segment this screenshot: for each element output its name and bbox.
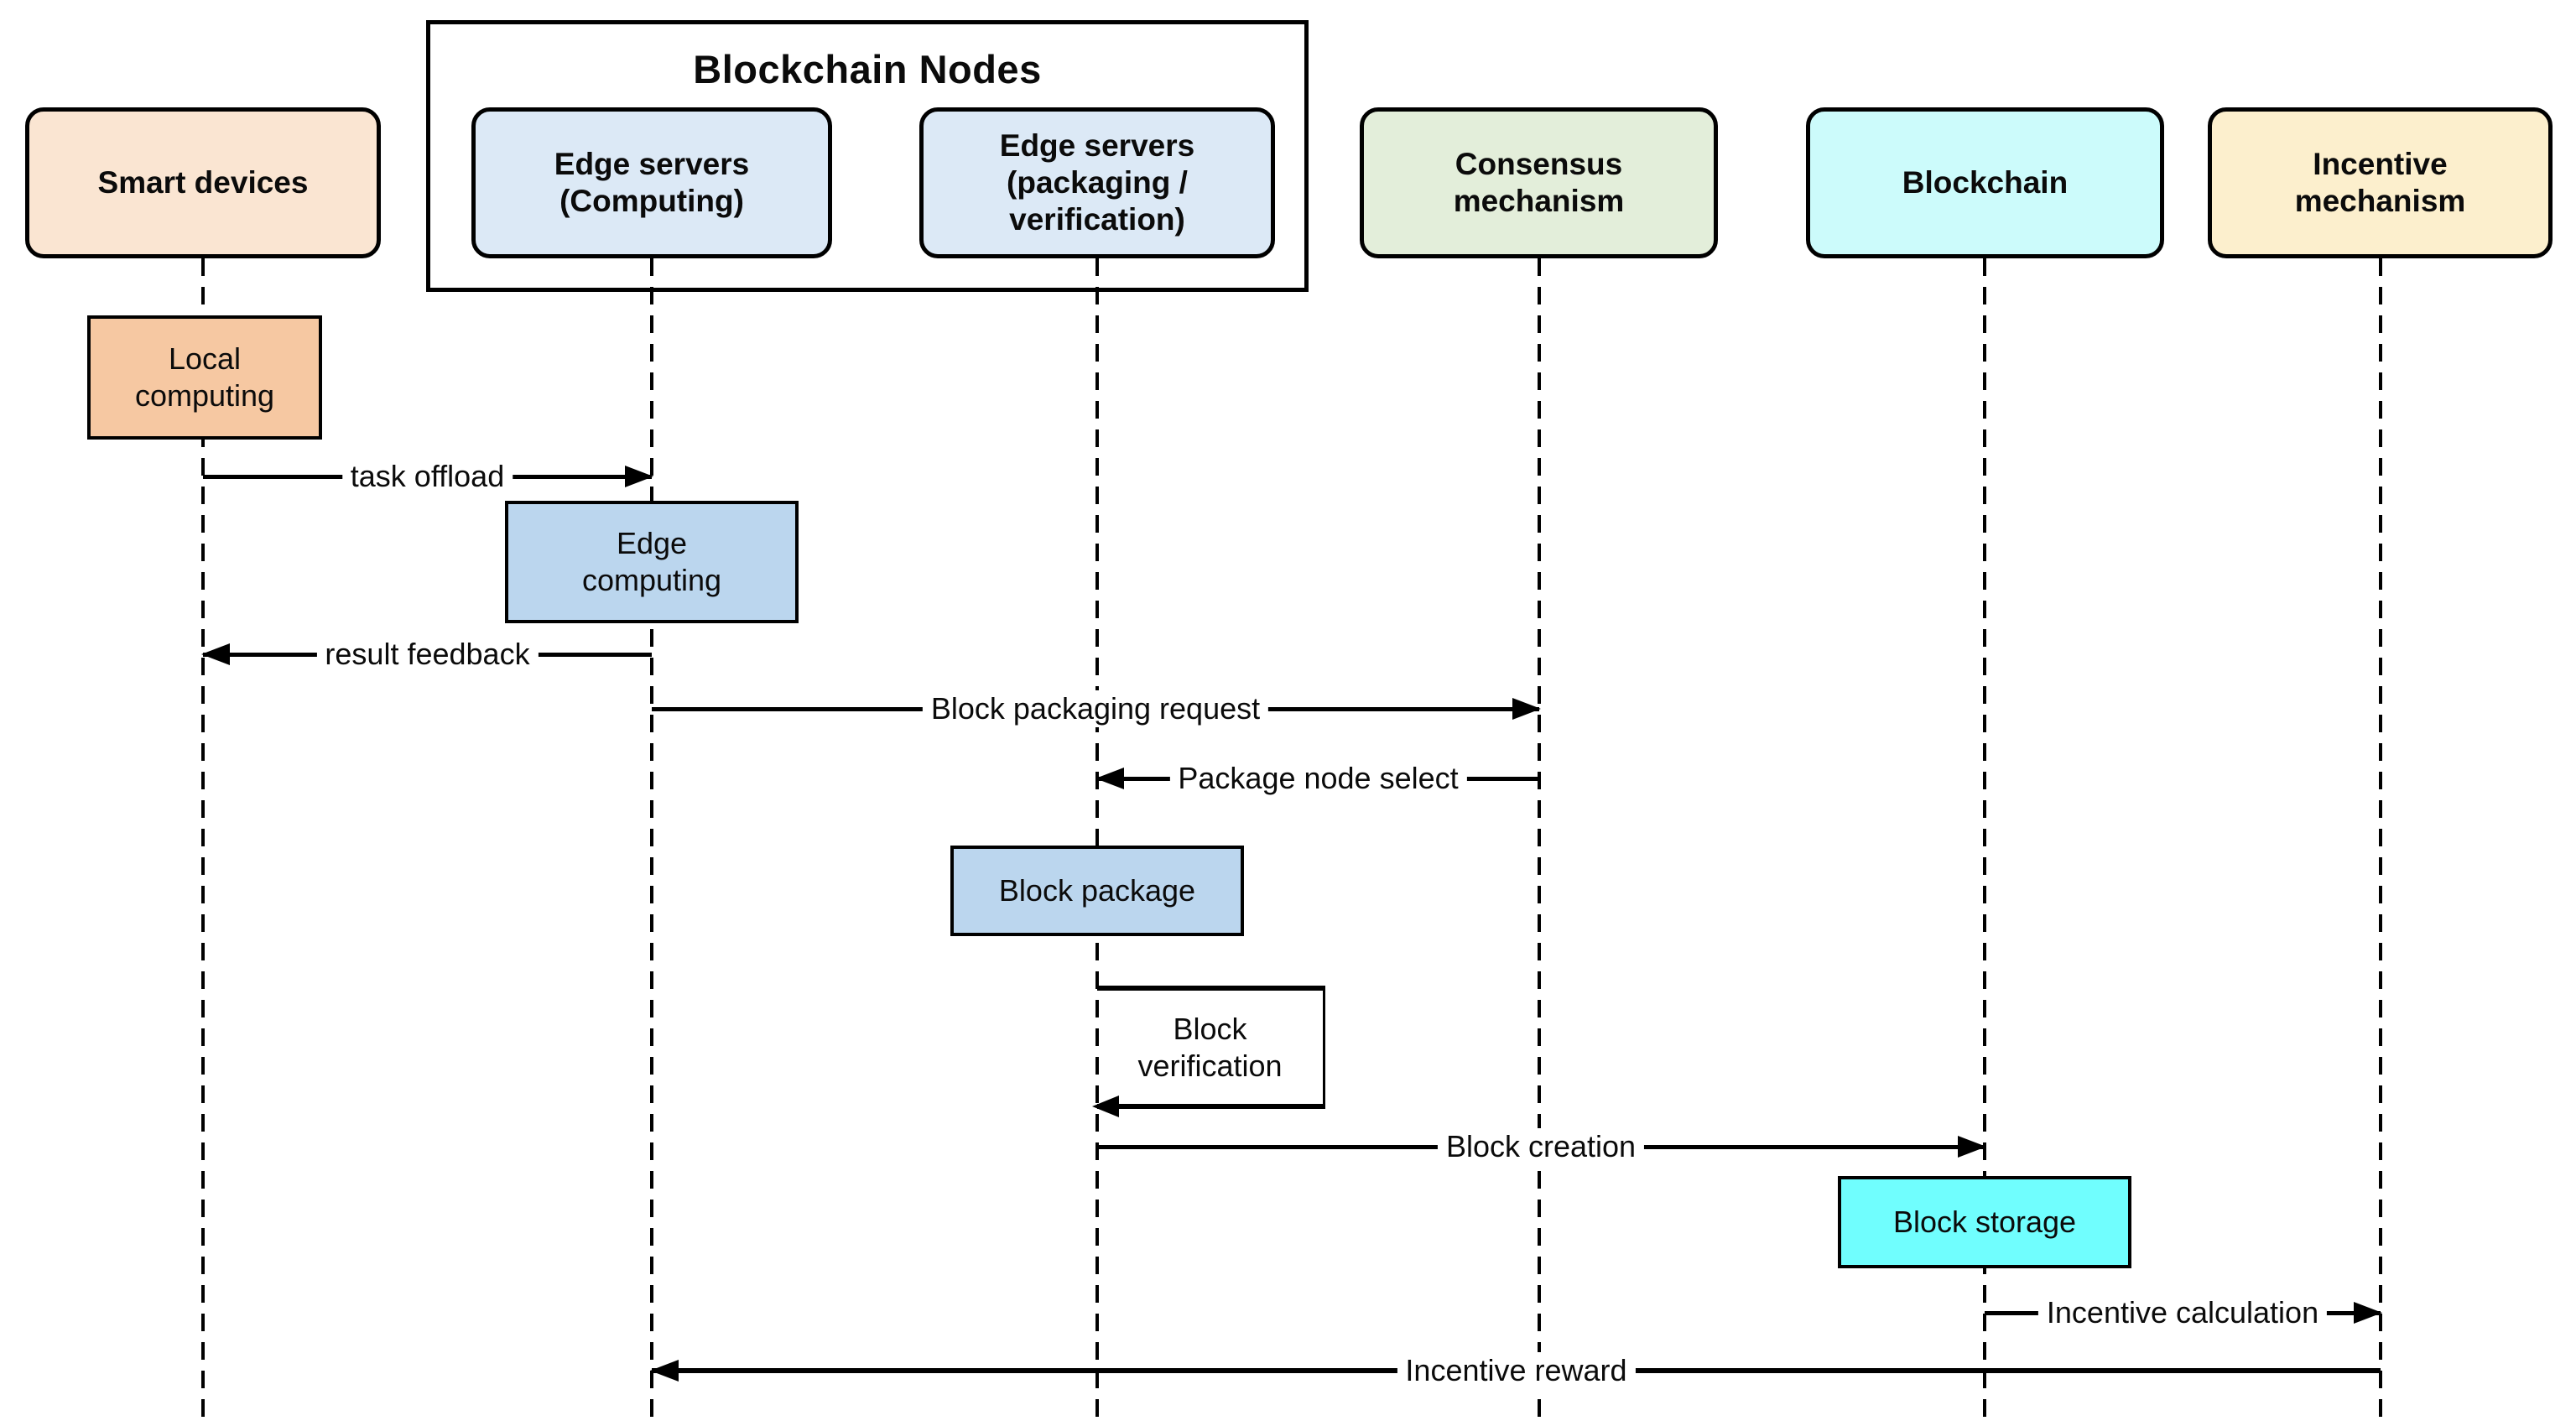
message-label: Incentive calculation	[2037, 1294, 2328, 1331]
actor-label: Consensus	[1455, 147, 1623, 181]
arrowhead-right-icon	[1512, 698, 1541, 720]
lifeline-consensus-mechanism	[1538, 258, 1541, 1418]
message-block-creation: Block creation	[1097, 1128, 1986, 1165]
message-task-offload: task offload	[203, 458, 653, 495]
activation-label: Local	[168, 341, 242, 376]
actor-label: Edge servers	[999, 128, 1195, 163]
message-block-packaging-request: Block packaging request	[652, 690, 1541, 727]
activation-label: Block package	[998, 873, 1196, 908]
lifeline-edge-servers-packaging	[1095, 258, 1099, 1418]
activation-local-computing: Local computing	[87, 315, 322, 440]
self-return-arrowhead-icon	[1092, 1096, 1119, 1117]
message-label: Block packaging request	[922, 690, 1269, 727]
activation-label: Block storage	[1892, 1205, 2077, 1239]
lifeline-edge-servers-computing	[650, 258, 653, 1418]
arrowhead-right-icon	[2354, 1302, 2382, 1324]
actor-label: mechanism	[2294, 184, 2466, 218]
actor-label: Edge servers	[554, 147, 750, 181]
actor-label: (packaging /	[1007, 165, 1188, 200]
message-label: Block creation	[1437, 1128, 1645, 1165]
message-package-node-select: Package node select	[1095, 760, 1539, 797]
group-title: Blockchain Nodes	[693, 47, 1042, 91]
activation-block-package: Block package	[950, 846, 1244, 936]
actor-consensus-mechanism: Consensus mechanism	[1360, 107, 1718, 258]
message-result-feedback: result feedback	[201, 636, 652, 673]
arrowhead-left-icon	[201, 643, 230, 665]
lifeline-blockchain	[1983, 258, 1986, 1418]
actor-label: Incentive	[2313, 147, 2448, 181]
actor-incentive-mechanism: Incentive mechanism	[2208, 107, 2553, 258]
lifeline-smart-devices	[201, 258, 205, 1418]
actor-smart-devices: Smart devices	[25, 107, 381, 258]
actor-label: mechanism	[1453, 184, 1625, 218]
message-label: Incentive reward	[1397, 1352, 1636, 1389]
actor-edge-servers-packaging: Edge servers (packaging / verification)	[919, 107, 1275, 258]
message-label: Package node select	[1169, 760, 1467, 797]
actor-blockchain: Blockchain	[1806, 107, 2164, 258]
activation-label: Block	[1173, 1011, 1247, 1046]
message-label: task offload	[341, 458, 513, 495]
activation-label: computing	[581, 563, 722, 597]
message-incentive-reward: Incentive reward	[650, 1352, 2381, 1389]
activation-label: verification	[1137, 1048, 1283, 1083]
activation-block-verification: Block verification	[1092, 986, 1325, 1117]
lifeline-incentive-mechanism	[2379, 258, 2382, 1418]
actor-label: Smart devices	[97, 165, 309, 200]
actor-label: (Computing)	[559, 184, 744, 218]
activation-label: computing	[134, 378, 275, 413]
arrowhead-left-icon	[1095, 768, 1124, 789]
arrowhead-right-icon	[1958, 1136, 1986, 1158]
message-label: result feedback	[316, 636, 539, 673]
message-incentive-calculation: Incentive calculation	[1985, 1294, 2382, 1331]
activation-label: Edge	[616, 526, 688, 560]
activation-block-storage: Block storage	[1838, 1176, 2131, 1268]
actor-edge-servers-computing: Edge servers (Computing)	[471, 107, 832, 258]
actor-label: verification)	[1009, 202, 1185, 237]
arrowhead-left-icon	[650, 1360, 679, 1382]
activation-edge-computing: Edge computing	[505, 501, 799, 623]
arrowhead-right-icon	[625, 466, 653, 487]
actor-label: Blockchain	[1902, 165, 2069, 200]
